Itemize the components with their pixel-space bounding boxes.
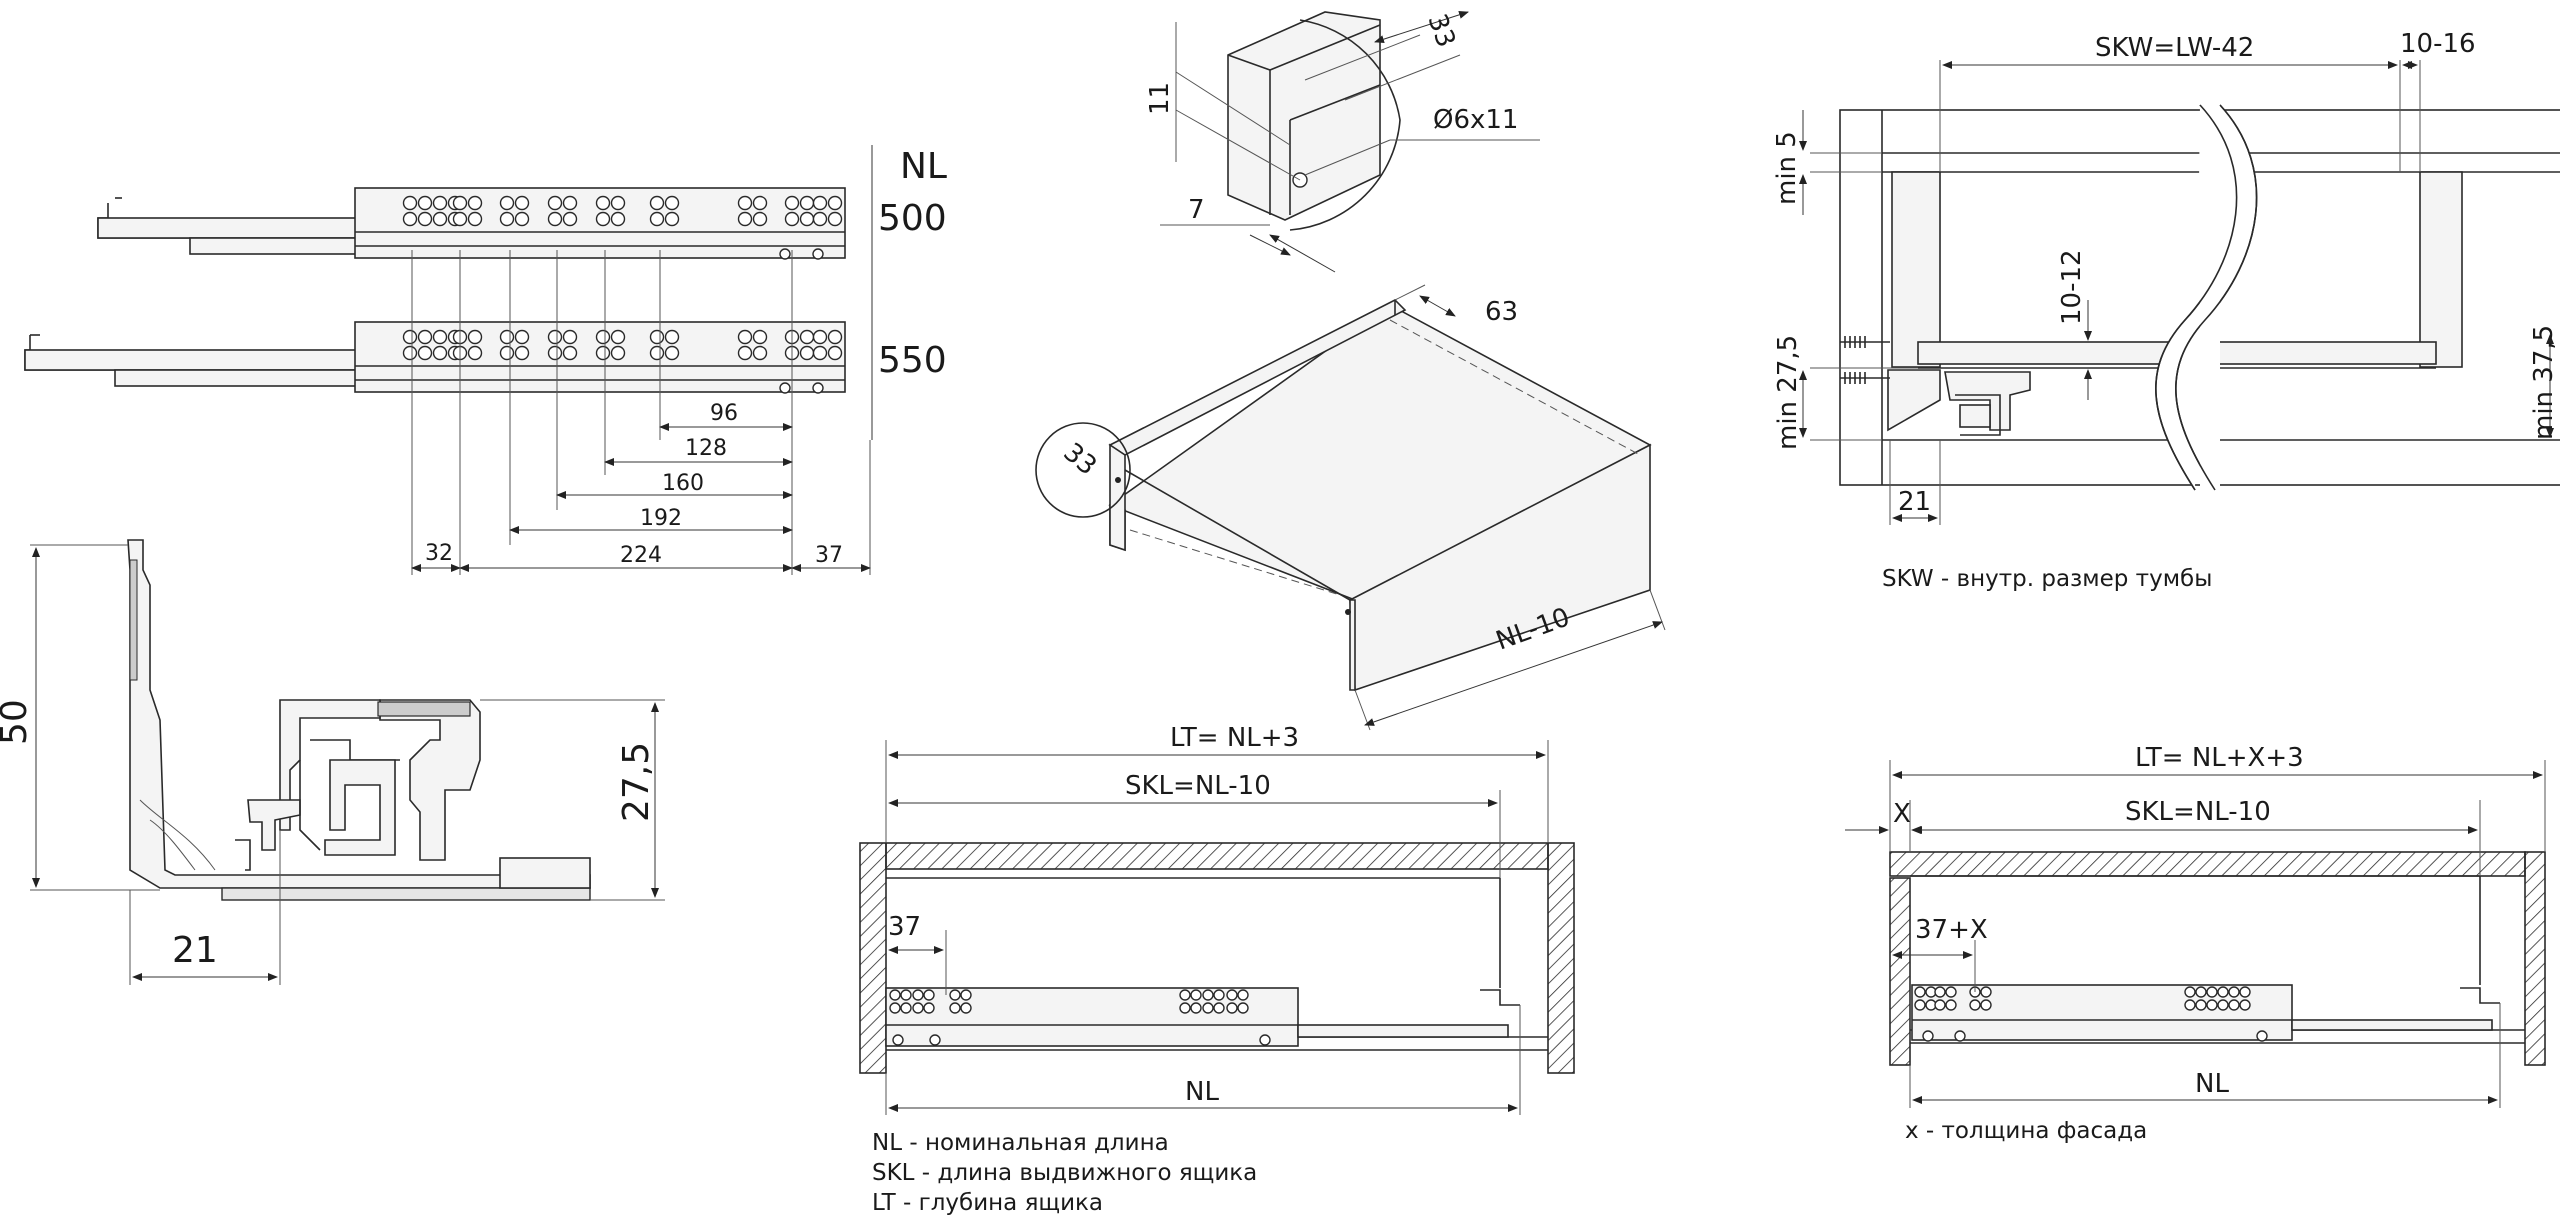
dim-skl2: SKL=NL-10 (2125, 797, 2271, 827)
dim-37-low: 37 (888, 912, 921, 942)
runner-cross-section: 50 27,5 21 (0, 539, 665, 985)
drawer-isometric: 33 63 NL-10 (1035, 284, 1666, 731)
dim-10-12: 10-12 (2057, 249, 2087, 325)
dim-96: 96 (710, 401, 738, 426)
hole-detail: 33 11 Ø6x11 7 (1145, 10, 1540, 273)
dim-21: 21 (172, 930, 218, 971)
runner-side-views: NL 500 550 96 128 160 192 224 32 37 (24, 145, 947, 575)
dim-128: 128 (685, 436, 727, 461)
note-nl: NL - номинальная длина (872, 1130, 1169, 1156)
note-lt: LT - глубина ящика (872, 1190, 1104, 1216)
label-nl: NL (900, 146, 947, 187)
dim-min37-5: min 37,5 (2529, 325, 2559, 440)
note-x: x - толщина фасада (1905, 1118, 2148, 1144)
cabinet-section: SKW=LW-42 10-16 min 5 10-12 min 27,5 min… (1772, 29, 2560, 525)
dim-min27-5: min 27,5 (1773, 335, 1803, 450)
dim-nl-low: NL (1185, 1077, 1219, 1107)
dim-x: X (1893, 799, 1911, 829)
dim-63: 63 (1485, 297, 1518, 327)
dim-33-drawer: 33 (1058, 437, 1103, 481)
dim-50: 50 (0, 699, 35, 745)
note-skl: SKL - длина выдвижного ящика (872, 1160, 1258, 1186)
dim-11: 11 (1145, 82, 1175, 115)
runner-550 (24, 321, 846, 394)
dim-37x: 37+X (1915, 915, 1988, 945)
screws-left (1840, 336, 1890, 384)
dim-skw: SKW=LW-42 (2095, 33, 2254, 63)
dim-7: 7 (1188, 195, 1205, 225)
drawer-length-section-1: LT= NL+3 SKL=NL-10 37 NL (859, 723, 1575, 1115)
dim-lt1: LT= NL+3 (1170, 723, 1299, 753)
dim-224: 224 (620, 543, 662, 568)
hole-size: Ø6x11 (1433, 105, 1518, 135)
dim-160: 160 (662, 471, 704, 496)
dim-lt2: LT= NL+X+3 (2135, 743, 2304, 773)
dim-37: 37 (815, 543, 843, 568)
runner-500 (97, 187, 846, 260)
dim-nl-low2: NL (2195, 1069, 2229, 1099)
label-550: 550 (878, 340, 947, 381)
note-skw: SKW - внутр. размер тумбы (1882, 566, 2213, 592)
dim-21-right: 21 (1898, 487, 1931, 517)
dim-192: 192 (640, 506, 682, 531)
slide-left (1887, 369, 2031, 436)
drawer-length-section-2: LT= NL+X+3 SKL=NL-10 X 37+X NL (1845, 743, 2546, 1108)
dim-32: 32 (425, 541, 453, 566)
label-500: 500 (878, 198, 947, 239)
dim-10-16: 10-16 (2400, 29, 2476, 59)
dim-27-5: 27,5 (616, 742, 657, 822)
dim-min5: min 5 (1772, 131, 1802, 205)
dim-skl1: SKL=NL-10 (1125, 771, 1271, 801)
